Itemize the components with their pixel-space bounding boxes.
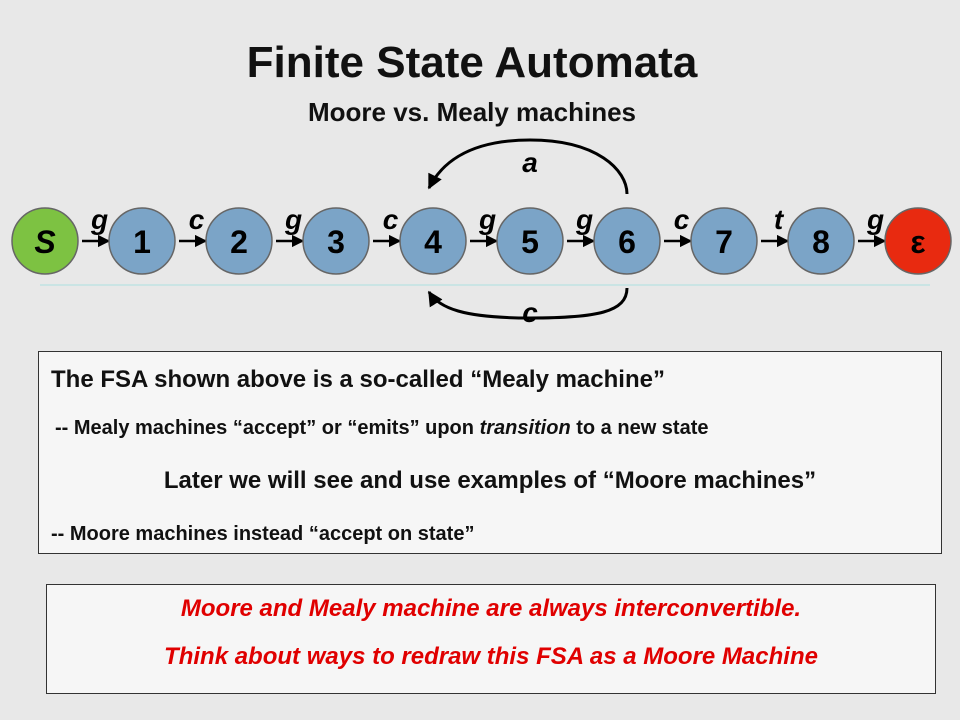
state-6-label: 6 xyxy=(618,224,636,260)
transition-S-1-label: g xyxy=(90,204,108,235)
back-transition-bottom-label: c xyxy=(522,297,538,328)
info-line-moore-detail: -- Moore machines instead “accept on sta… xyxy=(51,523,475,545)
state-S-circle xyxy=(11,207,79,275)
states: S 1 2 3 4 5 6 7 8 ε xyxy=(11,207,952,275)
state-5-circle xyxy=(496,207,564,275)
info-line-mealy-detail-prefix: -- Mealy machines “accept” or “emits” up… xyxy=(55,417,480,439)
info-box: The FSA shown above is a so-called “Meal… xyxy=(38,351,942,554)
page-title: Finite State Automata xyxy=(246,38,698,87)
note-line-redraw: Think about ways to redraw this FSA as a… xyxy=(164,643,818,670)
transition-2-3-label: g xyxy=(284,204,302,235)
state-3-circle xyxy=(302,207,370,275)
back-transition-top-label: a xyxy=(522,147,538,178)
state-6-circle xyxy=(593,207,661,275)
transition-7-8-label: t xyxy=(774,204,785,235)
info-line-mealy-detail-suffix: to a new state xyxy=(570,417,709,439)
state-1-label: 1 xyxy=(133,224,151,260)
note-box: Moore and Mealy machine are always inter… xyxy=(46,584,936,694)
state-E-label: ε xyxy=(910,224,925,260)
state-7-circle xyxy=(690,207,758,275)
state-S-label: S xyxy=(34,224,56,260)
state-2-label: 2 xyxy=(230,224,248,260)
transition-4-5-label: g xyxy=(478,204,496,235)
transition-5-6-label: g xyxy=(575,204,593,235)
transition-1-2-label: c xyxy=(189,204,205,235)
state-8-label: 8 xyxy=(812,224,830,260)
info-line-moore: Later we will see and use examples of “M… xyxy=(163,467,817,494)
page-subtitle: Moore vs. Mealy machines xyxy=(307,97,637,127)
state-8-circle xyxy=(787,207,855,275)
note-line-interconvertible: Moore and Mealy machine are always inter… xyxy=(180,595,802,622)
info-line-mealy-detail-italic: transition xyxy=(479,417,571,439)
back-transition-bottom-arrow xyxy=(427,287,629,320)
state-3-label: 3 xyxy=(327,224,345,260)
info-line-mealy: The FSA shown above is a so-called “Meal… xyxy=(51,366,665,393)
state-2-circle xyxy=(205,207,273,275)
transition-8-E-label: g xyxy=(866,204,884,235)
state-5-label: 5 xyxy=(521,224,539,260)
state-7-label: 7 xyxy=(715,224,733,260)
state-4-circle xyxy=(399,207,467,275)
back-transition-top-arrow xyxy=(427,138,629,195)
info-line-mealy-detail: -- Mealy machines “accept” or “emits” up… xyxy=(55,417,709,440)
state-1-circle xyxy=(108,207,176,275)
state-E-circle xyxy=(884,207,952,275)
transition-6-7-label: c xyxy=(674,204,690,235)
state-4-label: 4 xyxy=(424,224,442,260)
transition-3-4-label: c xyxy=(383,204,399,235)
back-transitions: ac xyxy=(427,138,629,328)
